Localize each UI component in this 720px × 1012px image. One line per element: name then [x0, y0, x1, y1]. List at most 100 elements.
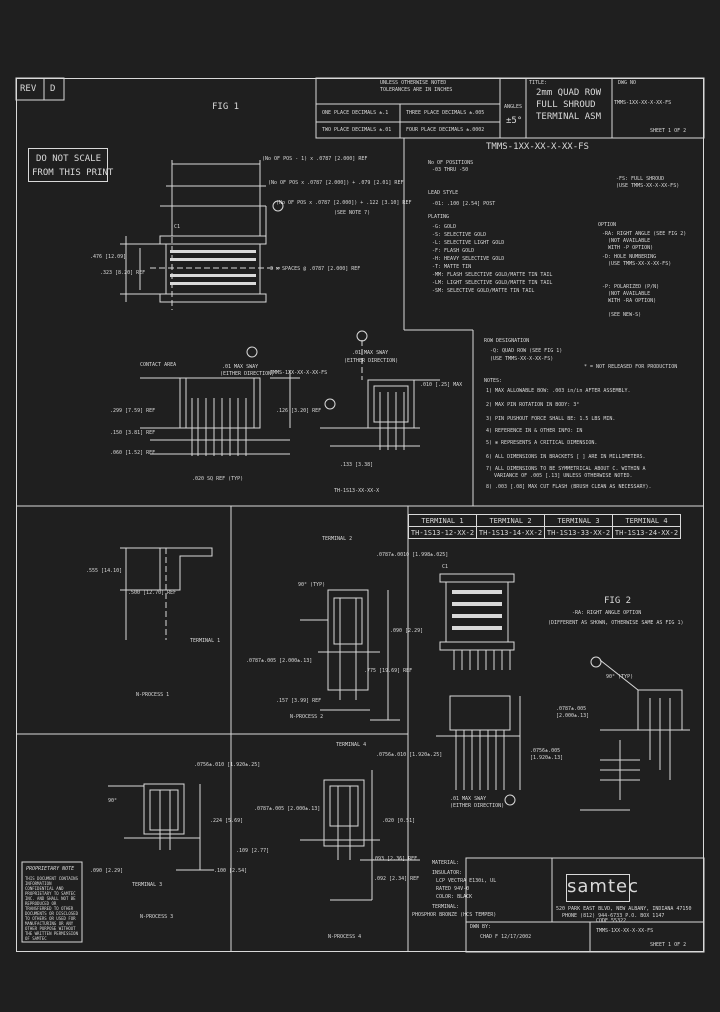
pn-plating-3: -L: SELECTIVE LIGHT GOLD: [432, 240, 505, 246]
terminal-part-3: TH-1S13-33-XX-2: [544, 526, 613, 539]
p3-dim-e: .100 [2.54]: [214, 868, 248, 874]
terminal-header-1: TERMINAL 1: [408, 514, 477, 527]
p2-terminal: TERMINAL 2: [322, 536, 353, 542]
fig2-dim-a: 90° (TYP): [606, 674, 634, 680]
fig1-dim-pos-a: (No OF POS - 1) x .0787 [2.000] REF: [262, 156, 368, 162]
note-2: 2) MAX PIN ROTATION IN BODY: 3°: [486, 402, 580, 408]
tol-four-place: FOUR PLACE DECIMALS ±.0002: [406, 127, 485, 133]
p3-label: N-PROCESS 3: [140, 914, 174, 920]
fig2-dim-e: [1.920±.13]: [530, 755, 564, 761]
p1-terminal: TERMINAL 1: [190, 638, 221, 644]
pn-option-5: (USE TMMS-XX-X-XX-FS): [608, 261, 672, 267]
pn-plating-2: -S: SELECTIVE GOLD: [432, 232, 487, 238]
company-addr-2: PHONE (812) 944-6733 P.O. BOX 1147: [562, 913, 665, 919]
p3-dim-c: .224 [5.69]: [210, 818, 244, 824]
note-6: 6) ALL DIMENSIONS IN BRACKETS [ ] ARE IN…: [486, 454, 646, 460]
pn-plating-7: -MM: FLASH SELECTIVE GOLD/MATTE TIN TAIL: [432, 272, 553, 278]
fig1-dim-pos-c: (No OF POS x .0787 [2.000]) + .122 [3.10…: [276, 200, 412, 206]
fig1-terminal-ref: TH-1S13-XX-XX-X: [334, 488, 380, 494]
pn-plating-5: -H: HEAVY SELECTIVE GOLD: [432, 256, 505, 262]
pn-option-7: (NOT AVAILABLE: [608, 291, 651, 297]
fig1-c1: C1: [174, 224, 181, 230]
drawn-by: CHAD F 12/17/2002: [480, 934, 532, 940]
pn-plating-label: PLATING: [428, 214, 450, 220]
terminal-table: TERMINAL 1 TERMINAL 2 TERMINAL 3 TERMINA…: [408, 514, 681, 539]
dwg-no: TMMS-1XX-XX-X-XX-FS: [614, 100, 672, 106]
terminal-part-4: TH-1S13-24-XX-2: [612, 526, 681, 539]
p2-label: N-PROCESS 2: [290, 714, 324, 720]
pn-fs-2: (USE TMMS-XX-X-XX-FS): [616, 183, 680, 189]
pn-no-pos-range: -03 THRU -50: [432, 167, 469, 173]
process-pins: [159, 598, 357, 860]
fig1-see-note: (SEE NOTE 7): [334, 210, 371, 216]
pn-option-9: (SEE NEW-S): [608, 312, 642, 318]
fig2-sway: .01 MAX SWAY: [450, 796, 487, 802]
note-8: 8) .003 [.08] MAX CUT FLASH (BRUSH CLEAN…: [486, 484, 652, 490]
p2-dim-c: .090 [2.29]: [390, 628, 424, 634]
fig1-dim-299: .299 [7.59] REF: [110, 408, 156, 414]
p4-terminal: TERMINAL 4: [336, 742, 367, 748]
p1-dim-b: .500 [12.70] REF: [128, 590, 177, 596]
terminal-header-4: TERMINAL 4: [612, 514, 681, 527]
p3-dim-b: 90°: [108, 798, 118, 804]
fig1-spaces: 3 x SPACES @ .0787 [2.000] REF: [270, 266, 361, 272]
pn-lead-style-label: LEAD STYLE: [428, 190, 459, 196]
fig1-dim-476: .476 [12.09]: [90, 254, 127, 260]
fig1-dim-060: .060 [1.52] REF: [110, 450, 156, 456]
note-5: 5) ⊗ REPRESENTS A CRITICAL DIMENSION.: [486, 440, 598, 446]
angles-value: ±5°: [506, 116, 523, 126]
material-label: MATERIAL:: [432, 860, 460, 866]
note-7a: 7) ALL DIMENSIONS TO BE SYMMETRICAL ABOU…: [486, 466, 646, 472]
p1-dim-a: .555 [14.10]: [86, 568, 123, 574]
fig1-dim-126: .126 [3.20] REF: [276, 408, 322, 414]
material-ins-3: COLOR: BLACK: [436, 894, 473, 900]
title-line-2: FULL SHROUD: [536, 100, 596, 110]
pn-plating-4: -F: FLASH GOLD: [432, 248, 475, 254]
contact-grid-fig2: [452, 590, 502, 630]
terminal-part-2: TH-1S13-14-XX-2: [476, 526, 545, 539]
fig1-dim-323: .323 [8.20] REF: [100, 270, 146, 276]
p4-dim-d: .109 [2.77]: [236, 848, 270, 854]
pn-fs-1: -FS: FULL SHROUD: [616, 176, 665, 182]
proprietary-title: PROPRIETARY NOTE: [26, 866, 75, 872]
samtec-logo: samtec: [566, 874, 638, 902]
company-sheet: SHEET 1 OF 2: [650, 942, 687, 948]
terminal-header-2: TERMINAL 2: [476, 514, 545, 527]
tol-two-place: TWO PLACE DECIMALS ±.01: [322, 127, 392, 133]
do-not-scale-box: [28, 148, 108, 182]
fig1-dim-pos-b: (No OF POS x .0787 [2.000]) + .079 [2.01…: [268, 180, 404, 186]
contact-pins-fig2: [453, 650, 671, 790]
angles-label: ANGLES: [504, 104, 523, 110]
p4-dim-c: .020 [0.51]: [382, 818, 416, 824]
pn-plating-9: -SM: SELECTIVE GOLD/MATTE TIN TAIL: [432, 288, 535, 294]
fig1-dim-01: .010 [.25] MAX: [420, 382, 463, 388]
pn-code: TMMS-1XX-XX-X-XX-FS: [486, 142, 589, 152]
rev-label: REV: [20, 84, 37, 94]
fig2-dim-c: [2.000±.13]: [556, 713, 590, 719]
tol-one-place: ONE PLACE DECIMALS ±.1: [322, 110, 389, 116]
fig2-sub-1: -RA: RIGHT ANGLE OPTION: [572, 610, 642, 616]
pn-option-3: WITH -P OPTION): [608, 245, 654, 251]
sheet-number: SHEET 1 OF 2: [650, 128, 687, 134]
company-addr-3: CODE 55322: [596, 918, 627, 924]
pn-plating-6: -T: MATTE TIN: [432, 264, 472, 270]
p2-dim-a: .0787±.0010 [1.998±.025]: [376, 552, 449, 558]
fig1-contact-area: CONTACT AREA: [140, 362, 177, 368]
p4-dim-e: .093 [2.36] REF: [372, 856, 418, 862]
p3-dim-a: .0756±.010 [1.920±.25]: [194, 762, 261, 768]
pn-plating-1: -G: GOLD: [432, 224, 457, 230]
not-released: * = NOT RELEASED FOR PRODUCTION: [584, 364, 678, 370]
p4-dim-f: .092 [2.34] REF: [374, 876, 420, 882]
rev-value: D: [50, 84, 56, 94]
title-label: TITLE:: [529, 80, 548, 86]
material-term: TERMINAL:: [432, 904, 460, 910]
fig1-dim-133: .133 [3.38]: [340, 462, 374, 468]
p2-dim-f: .157 [3.99] REF: [276, 698, 322, 704]
fig2-sub-2: (DIFFERENT AS SHOWN, OTHERWISE SAME AS F…: [548, 620, 684, 626]
fig1-either-dir: (EITHER DIRECTION): [220, 371, 275, 377]
fig2-dim-b: .0787±.005: [556, 706, 587, 712]
title-line-3: TERMINAL ASM: [536, 112, 602, 122]
fig1-ref-part: TMMS-1XX-XX-X-XX-FS: [270, 370, 328, 376]
title-line-1: 2mm QUAD ROW: [536, 88, 602, 98]
